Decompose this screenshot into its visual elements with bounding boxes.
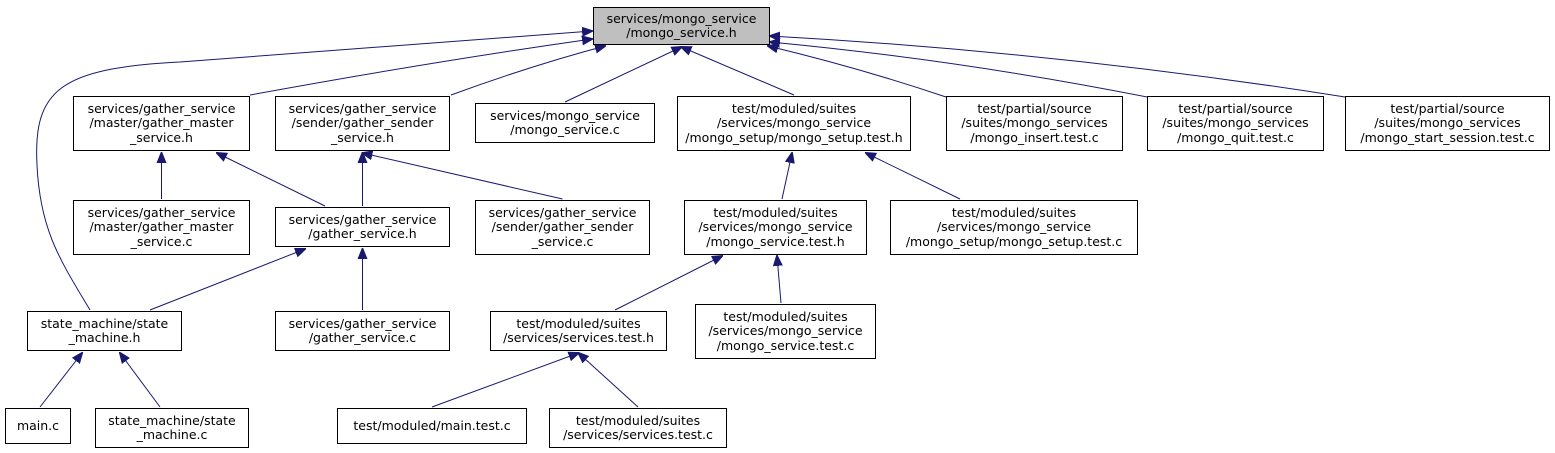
node-label-line: /mongo_service.c [510, 122, 620, 137]
node-label-line: _service.c [130, 233, 193, 249]
node-ms-c[interactable]: services/mongo_service/mongo_service.c [475, 103, 655, 143]
node-label-line: state_machine/state [40, 315, 169, 331]
node-label-line: test/moduled/suites [713, 204, 838, 220]
node-label-line: test/partial/source [1178, 100, 1293, 116]
edge-mt_c-to-st_h [431, 353, 579, 408]
edge-start_c-to-root [770, 36, 1346, 98]
node-label-line: /master/gather_master [89, 219, 234, 235]
node-label-line: /services/mongo_service [698, 219, 853, 235]
node-label-line: /mongo_insert.test.c [970, 129, 1099, 145]
node-quit-c[interactable]: test/partial/source/suites/mongo_service… [1147, 96, 1324, 151]
edge-st_h-to-mst_h [614, 256, 722, 311]
node-label-line: /mongo_service.test.c [716, 337, 855, 353]
node-label-line: /services/mongo_service [936, 219, 1092, 235]
node-label-line: _service.c [531, 233, 594, 249]
node-label-line: /services/services.test.c [563, 427, 713, 442]
node-label-line: test/moduled/suites [951, 204, 1077, 220]
node-label-line: test/moduled/main.test.c [353, 417, 511, 433]
edge-ms_c-to-root [564, 47, 682, 103]
node-label-line: /sender/gather_sender [291, 115, 434, 131]
node-label-line: /suites/mongo_services [961, 115, 1108, 131]
edge-mst_c-to-mst_h [777, 256, 781, 304]
node-label-line: /services/mongo_service [716, 115, 872, 131]
node-label-line: /services/services.test.h [503, 330, 654, 345]
node-insert-c[interactable]: test/partial/source/suites/mongo_service… [946, 96, 1123, 151]
node-st-h[interactable]: test/moduled/suites/services/services.te… [490, 311, 667, 351]
edge-sm_h-to-root [36, 31, 592, 311]
node-label-line: services/gather_service [87, 100, 236, 116]
node-g-h[interactable]: services/gather_service/gather_service.h [275, 207, 450, 247]
node-gm-h[interactable]: services/gather_service/master/gather_ma… [73, 96, 250, 151]
node-label-line: _service.h [130, 129, 193, 145]
node-g-c[interactable]: services/gather_service/gather_service.c [275, 311, 450, 351]
node-label-line: test/moduled/suites [723, 308, 848, 324]
node-mst-c[interactable]: test/moduled/suites/services/mongo_servi… [695, 304, 876, 359]
node-label-line: /services/mongo_service [708, 323, 863, 339]
node-gm-c[interactable]: services/gather_service/master/gather_ma… [73, 200, 250, 255]
edge-gs_c-to-gs_h [363, 153, 563, 200]
node-label-line: test/moduled/suites [575, 412, 701, 428]
node-label-line: test/moduled/suites [516, 315, 641, 331]
edge-msetup_h-to-root [682, 47, 795, 96]
node-mst-h[interactable]: test/moduled/suites/services/mongo_servi… [684, 200, 867, 255]
node-label-line: main.c [16, 417, 60, 433]
edge-gs_h-to-root [450, 46, 605, 96]
edge-mst_h-to-msetup_h [781, 153, 792, 200]
node-msetup-h[interactable]: test/moduled/suites/services/mongo_servi… [677, 96, 911, 151]
node-label-line: test/partial/source [1390, 100, 1505, 116]
node-label-line: services/gather_service [288, 211, 437, 227]
node-label-line: services/mongo_service [606, 10, 757, 26]
node-label-line: /sender/gather_sender [491, 219, 634, 235]
node-sm-c[interactable]: state_machine/state_machine.c [95, 408, 249, 448]
node-label-line: /master/gather_master [89, 115, 234, 131]
node-label-line: _machine.h [68, 330, 141, 345]
node-label-line: services/mongo_service [490, 107, 640, 123]
node-label-line: state_machine/state [108, 412, 236, 428]
node-gs-h[interactable]: services/gather_service/sender/gather_se… [275, 96, 450, 151]
node-label-line: /mongo_start_session.test.c [1360, 129, 1535, 145]
edge-g_h-to-gm_h [217, 153, 326, 207]
node-mt-c[interactable]: test/moduled/main.test.c [337, 408, 527, 444]
node-st-c[interactable]: test/moduled/suites/services/services.te… [549, 408, 727, 448]
node-start-c[interactable]: test/partial/source/suites/mongo_service… [1345, 96, 1550, 151]
node-msetup-c[interactable]: test/moduled/suites/services/mongo_servi… [890, 200, 1138, 255]
node-label-line: services/gather_service [87, 204, 236, 220]
node-main-c[interactable]: main.c [5, 408, 71, 444]
node-label-line: services/gather_service [488, 204, 637, 220]
node-sm-h[interactable]: state_machine/state_machine.h [27, 311, 182, 351]
node-gs-c[interactable]: services/gather_service/sender/gather_se… [475, 200, 650, 255]
node-label-line: /mongo_setup/mongo_setup.test.c [905, 233, 1123, 249]
edge-gm_h-to-root [249, 39, 592, 96]
node-label-line: _service.h [331, 129, 394, 145]
node-label-line: test/partial/source [977, 100, 1092, 116]
node-label-line: /mongo_service.h [626, 25, 737, 40]
node-label-line: /mongo_setup/mongo_setup.test.h [685, 129, 903, 145]
node-label-line: /gather_service.h [308, 226, 417, 241]
edge-msetup_c-to-msetup_h [866, 153, 961, 200]
edge-quit_c-to-root [770, 42, 1148, 98]
node-label-line: /suites/mongo_services [1162, 115, 1309, 131]
root-node[interactable]: services/mongo_service/mongo_service.h [593, 7, 770, 45]
node-label-line: /suites/mongo_services [1374, 115, 1521, 131]
node-label-line: /mongo_service.test.h [706, 233, 845, 249]
edge-st_c-to-st_h [579, 353, 639, 408]
edge-sm_h-to-g_h [149, 249, 305, 311]
node-label-line: _machine.c [136, 427, 208, 442]
node-label-line: test/moduled/suites [731, 100, 857, 116]
edge-sm_c-to-sm_h [120, 353, 161, 408]
edge-insert_c-to-root [768, 46, 947, 98]
node-label-line: services/gather_service [288, 315, 437, 331]
node-label-line: /gather_service.c [308, 330, 417, 345]
node-label-line: services/gather_service [288, 100, 437, 116]
edge-main_c-to-sm_h [39, 353, 82, 408]
node-label-line: /mongo_quit.test.c [1177, 129, 1294, 145]
